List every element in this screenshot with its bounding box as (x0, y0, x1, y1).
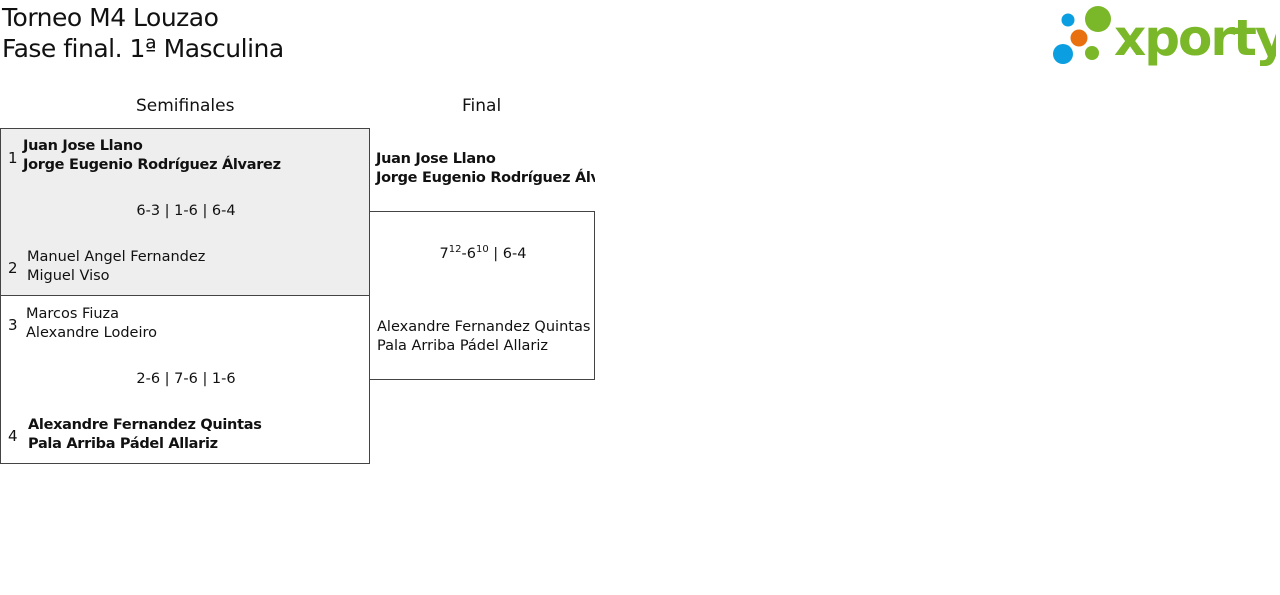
player-name: Jorge Eugenio Rodríguez Álvarez (376, 170, 595, 186)
svg-text:xporty: xporty (1114, 9, 1276, 67)
phase-name: Fase final. 1ª Masculina (2, 34, 284, 63)
seed-number: 3 (8, 316, 18, 334)
page-title: Torneo M4 Louzao Fase final. 1ª Masculin… (2, 2, 284, 64)
player-name: Pala Arriba Pádel Allariz (28, 436, 218, 452)
player-name: Alexandre Fernandez Quintas (377, 319, 591, 335)
player-name: Alexandre Fernandez Quintas (28, 417, 262, 433)
player-name: Manuel Angel Fernandez (27, 249, 206, 265)
team-winner: Juan Jose Llano Jorge Eugenio Rodríguez … (23, 137, 281, 175)
player-name: Pala Arriba Pádel Allariz (377, 338, 549, 354)
player-name: Miguel Viso (27, 268, 110, 284)
tournament-name: Torneo M4 Louzao (2, 3, 219, 32)
team: Manuel Angel Fernandez Miguel Viso (27, 248, 205, 286)
player-name: Juan Jose Llano (376, 151, 496, 167)
player-name: Jorge Eugenio Rodríguez Álvarez (23, 157, 281, 173)
semifinal-match-1[interactable]: 1 Juan Jose Llano Jorge Eugenio Rodrígue… (0, 128, 370, 296)
final-match[interactable]: 712-610 | 6-4 Alexandre Fernandez Quinta… (369, 211, 595, 380)
team-winner: Alexandre Fernandez Quintas Pala Arriba … (28, 416, 262, 454)
seed-number: 4 (8, 427, 18, 445)
player-name: Marcos Fiuza (26, 306, 120, 322)
final-team-1: Juan Jose Llano Jorge Eugenio Rodríguez … (370, 140, 595, 200)
match-score: 712-610 | 6-4 (439, 244, 527, 262)
team: Alexandre Fernandez Quintas Pala Arriba … (377, 318, 590, 356)
seed-number: 1 (8, 149, 18, 167)
semifinal-match-2[interactable]: 3 Marcos Fiuza Alexandre Lodeiro 2-6 | 7… (0, 295, 370, 464)
player-name: Juan Jose Llano (23, 138, 143, 154)
xporty-logo[interactable]: xporty (1050, 4, 1276, 68)
round-title-semifinals: Semifinales (136, 96, 235, 116)
team: Marcos Fiuza Alexandre Lodeiro (26, 305, 157, 343)
player-name: Alexandre Lodeiro (26, 325, 158, 341)
match-score: 6-3 | 1-6 | 6-4 (136, 203, 236, 219)
seed-number: 2 (8, 259, 18, 277)
round-title-final: Final (462, 96, 502, 116)
match-score: 2-6 | 7-6 | 1-6 (136, 371, 236, 387)
